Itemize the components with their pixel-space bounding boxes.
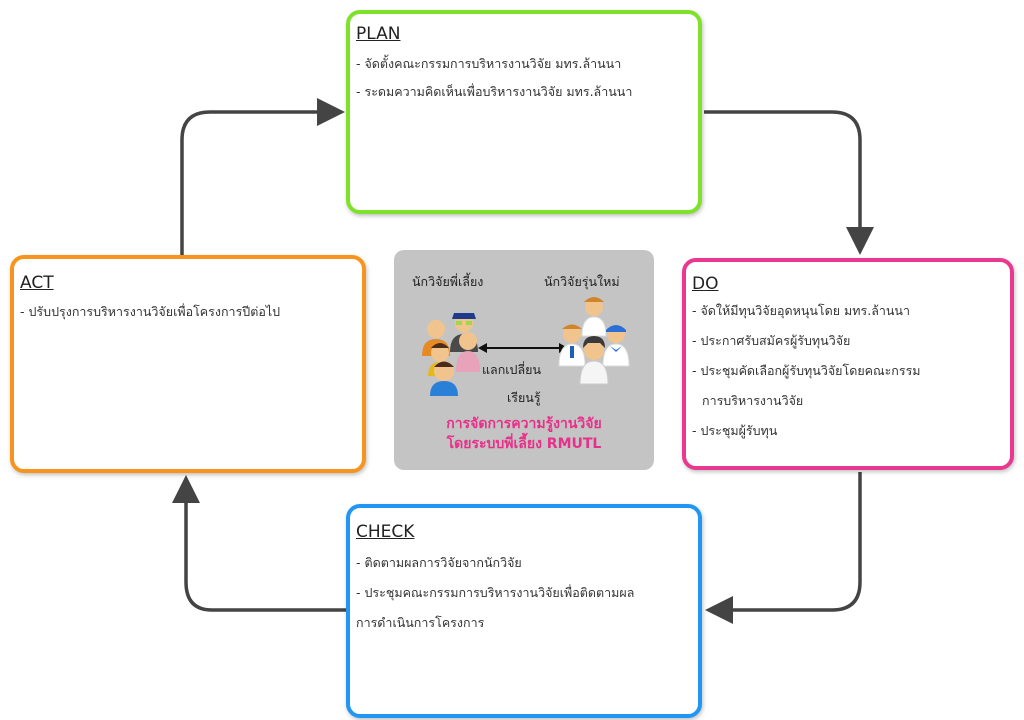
arrow-plan-to-do: [704, 110, 874, 255]
plan-item: - จัดตั้งคณะกรรมการบริหารงานวิจัย มทร.ล้…: [356, 56, 622, 71]
mentor-label: นักวิจัยพี่เลี้ยง: [412, 274, 484, 289]
plan-box: PLAN - จัดตั้งคณะกรรมการบริหารงานวิจัย ม…: [346, 10, 702, 214]
plan-title: PLAN: [356, 24, 401, 44]
do-item: - ประชุมผู้รับทุน: [692, 423, 778, 438]
arrow-check-to-act: [172, 475, 346, 612]
act-box: ACT - ปรับปรุงการบริหารงานวิจัยเพื่อโครง…: [10, 255, 366, 473]
do-box: DO - จัดให้มีทุนวิจัยอุดหนุนโดย มทร.ล้าน…: [682, 258, 1014, 470]
center-title-line-2: โดยระบบพี่เลี้ยง RMUTL: [446, 436, 602, 452]
exchange-arrow-icon: [478, 343, 568, 353]
center-title-line-1: การจัดการความรู้งานวิจัย: [446, 416, 602, 432]
check-item: - ประชุมคณะกรรมการบริหารงานวิจัยเพื่อติด…: [356, 585, 635, 600]
do-item: - ประกาศรับสมัครผู้รับทุนวิจัย: [692, 333, 851, 348]
check-item: การดำเนินการโครงการ: [356, 615, 485, 630]
learn-label: เรียนรู้: [507, 390, 541, 405]
new-researcher-label: นักวิจัยรุ่นใหม่: [544, 274, 620, 289]
mentor-group-icon: [422, 313, 480, 396]
center-panel: นักวิจัยพี่เลี้ยง นักวิจัยรุ่นใหม่: [394, 250, 654, 470]
plan-item: - ระดมความคิดเห็นเพื่อบริหารงานวิจัย มทร…: [356, 84, 633, 99]
check-item: - ติดตามผลการวิจัยจากนักวิจัย: [356, 555, 522, 570]
do-item: การบริหารงานวิจัย: [702, 393, 804, 408]
do-item: - ประชุมคัดเลือกผู้รับทุนวิจัยโดยคณะกรรม: [692, 363, 921, 378]
check-title: CHECK: [356, 522, 415, 542]
people-illustration: [422, 297, 630, 396]
new-researcher-group-icon: [558, 297, 630, 385]
do-title: DO: [692, 274, 719, 294]
arrow-do-to-check: [705, 472, 862, 624]
check-box: CHECK - ติดตามผลการวิจัยจากนักวิจัย - ปร…: [346, 504, 702, 718]
do-item: - จัดให้มีทุนวิจัยอุดหนุนโดย มทร.ล้านนา: [692, 303, 910, 318]
arrow-act-to-plan: [180, 98, 345, 256]
exchange-label: แลกเปลี่ยน: [482, 362, 542, 377]
act-title: ACT: [20, 273, 54, 293]
act-item: - ปรับปรุงการบริหารงานวิจัยเพื่อโครงการป…: [20, 304, 281, 319]
